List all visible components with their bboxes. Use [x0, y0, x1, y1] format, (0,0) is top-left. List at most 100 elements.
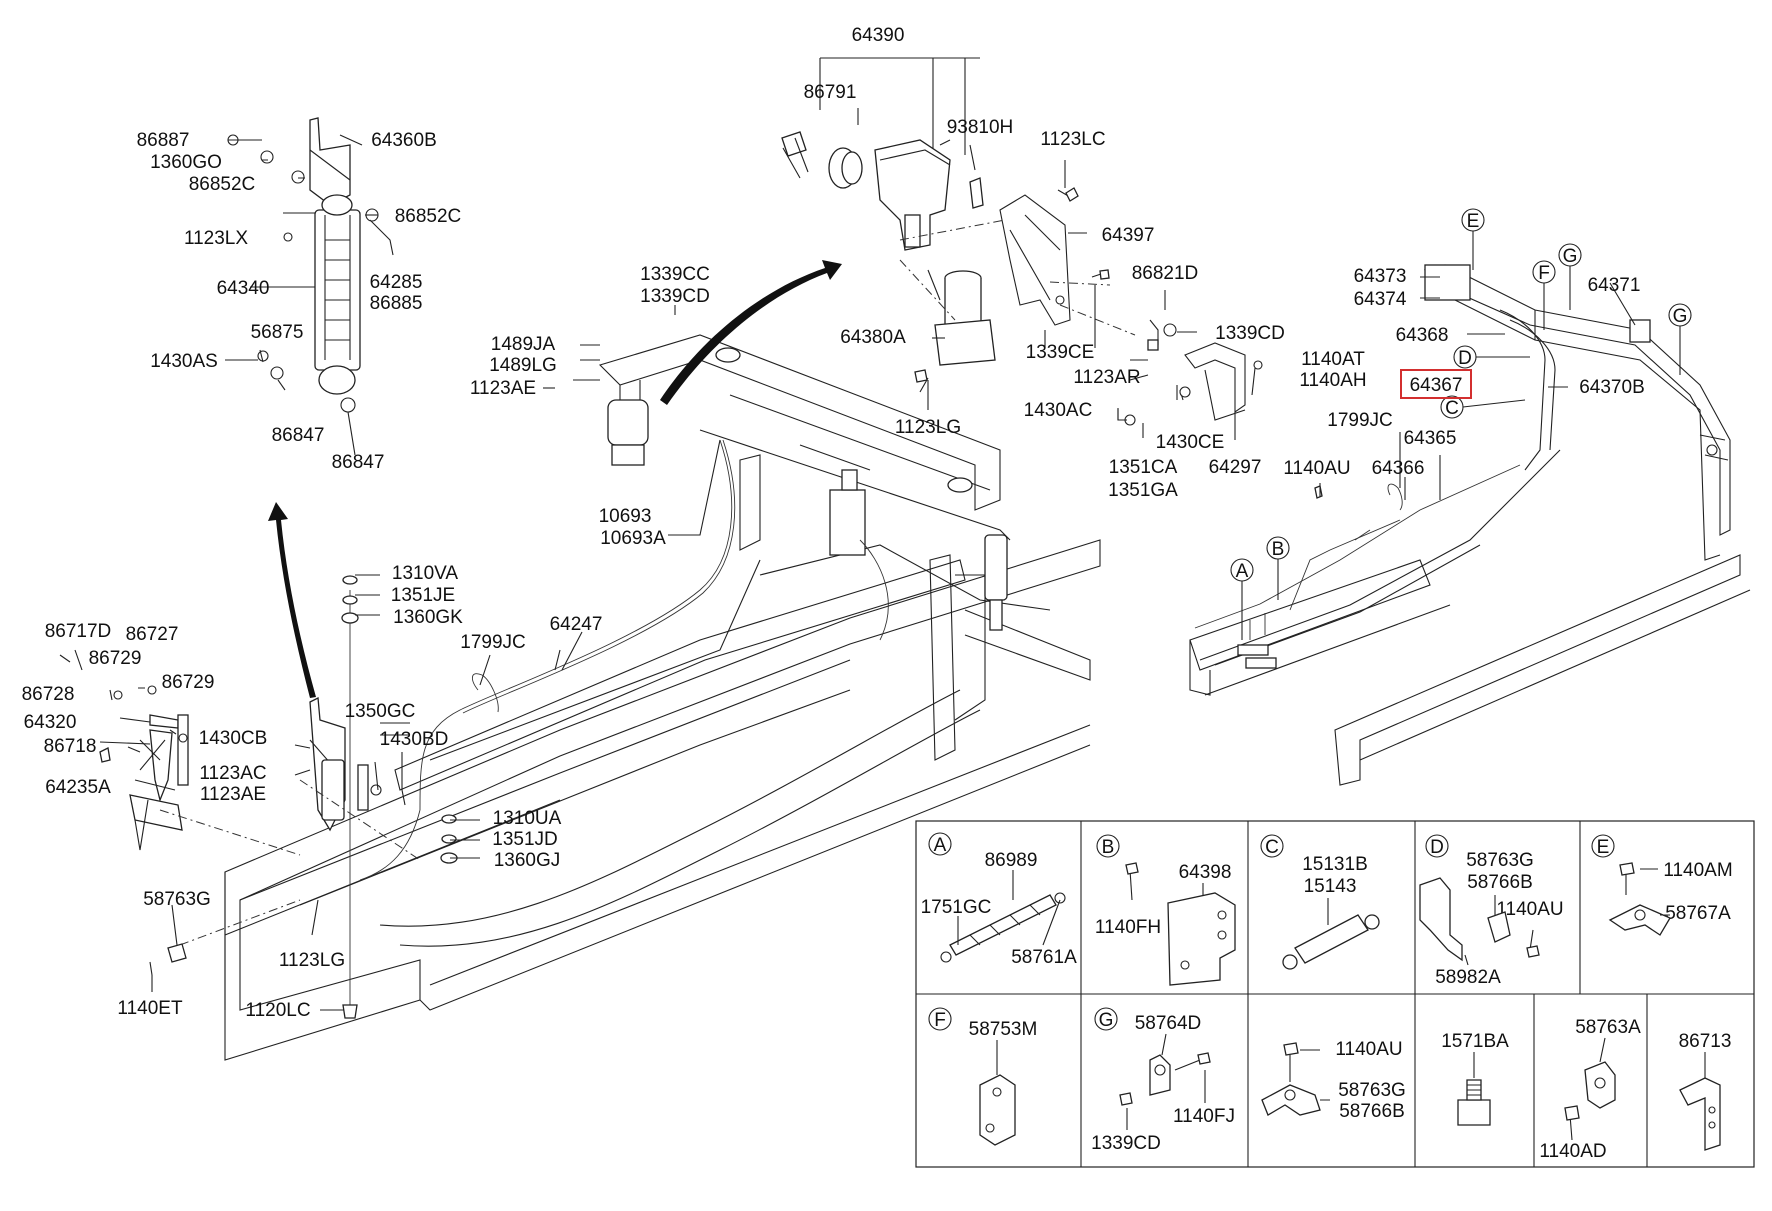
pump-unit-assembly — [781, 57, 1263, 426]
part-label: 86727 — [126, 624, 179, 645]
legend-part-label: 1571BA — [1441, 1031, 1509, 1052]
part-label: 86728 — [22, 684, 75, 705]
part-label: 10693A — [600, 528, 666, 549]
part-label: 1360GK — [393, 607, 463, 628]
legend-part-label: 1751GC — [921, 897, 992, 918]
callout-c4: D — [1458, 348, 1472, 369]
cylinder-64340 — [314, 209, 361, 371]
part-label: 1123AR — [1073, 367, 1140, 388]
part-label: 1310UA — [493, 808, 562, 829]
part-label: 64373 — [1354, 266, 1407, 287]
legend-cell-letter: A — [934, 835, 947, 856]
callout-c1: G — [1563, 246, 1578, 267]
legend-cell-letter: G — [1099, 1010, 1114, 1031]
cylinder-assembly — [227, 117, 394, 413]
leader-lines — [127, 108, 1636, 1011]
highlight-box — [1400, 369, 1472, 399]
part-label: 1351JD — [492, 829, 558, 850]
part-label: 1489LG — [489, 355, 557, 376]
legend-part-label: 1140AU — [1335, 1039, 1402, 1060]
arrow-up-icon — [268, 502, 316, 698]
legend-part-label: 58753M — [969, 1019, 1038, 1040]
part-label: 1123AE — [470, 378, 536, 399]
part-label: 86847 — [332, 452, 385, 473]
part-label: 86729 — [162, 672, 215, 693]
part-label: 64297 — [1209, 457, 1262, 478]
part-label: 64360B — [371, 130, 437, 151]
legend-part-label: 58982A — [1435, 967, 1501, 988]
highlighted-part[interactable]: 64367 — [1400, 369, 1472, 399]
legend-part-label: 58764D — [1135, 1013, 1202, 1034]
part-label: 1339CD — [1215, 323, 1285, 344]
hydraulic-line — [419, 439, 733, 811]
part-label: 86821D — [1132, 263, 1199, 284]
legend-part-label: 86713 — [1679, 1031, 1732, 1052]
part-label: 64365 — [1404, 428, 1457, 449]
part-label: 1120LC — [245, 1000, 310, 1021]
frame-rail-upper — [394, 559, 966, 791]
part-label: 1123LG — [279, 950, 345, 971]
part-label: 86847 — [272, 425, 325, 446]
legend-part-label: 1140AU — [1496, 899, 1563, 920]
part-label: 1140AU — [1283, 458, 1350, 479]
part-label: 86887 — [137, 130, 190, 151]
part-label: 1799JC — [460, 632, 526, 653]
part-label: 86718 — [44, 736, 97, 757]
part-label: 1360GJ — [494, 850, 561, 871]
callout-c7: B — [1272, 539, 1285, 560]
part-label: 64397 — [1102, 225, 1155, 246]
part-label: 1123LG — [895, 417, 961, 438]
callout-letters: E G F G D C A B — [1230, 208, 1692, 640]
legend-part-label: 1140AD — [1539, 1141, 1606, 1162]
pump-front — [607, 399, 649, 446]
legend-part-label: 1140FH — [1095, 917, 1161, 938]
legend-part-label: 86989 — [985, 850, 1038, 871]
hanger-rear — [929, 554, 956, 761]
part-label: 1339CD — [640, 286, 710, 307]
part-label: 10693 — [599, 506, 652, 527]
legend-cell-letter: B — [1102, 837, 1115, 858]
legend-table: A 86989 1751GC 58761A B 64398 1140FH C 1… — [915, 820, 1755, 1168]
lower-linkage — [59, 575, 499, 1019]
legend-part-label: 15143 — [1304, 876, 1357, 897]
right-frame — [1189, 264, 1751, 786]
part-label: 64340 — [217, 278, 270, 299]
legend-part-label: 58763A — [1575, 1017, 1641, 1038]
part-label: 58763G — [143, 889, 211, 910]
part-label: 93810H — [947, 117, 1014, 138]
part-label: 64285 — [370, 272, 423, 293]
legend-part-label: 1140FJ — [1173, 1106, 1235, 1127]
legend-part-label: 58763G — [1466, 850, 1534, 871]
part-label: 64380A — [840, 327, 906, 348]
bracket-64297 — [1184, 342, 1246, 414]
part-label: 1339CC — [640, 264, 710, 285]
bracket-64397 — [999, 194, 1071, 326]
valve-block — [829, 489, 866, 556]
highlighted-part-label[interactable]: 64367 — [1410, 375, 1463, 396]
legend-cell-letter: F — [934, 1010, 946, 1031]
shock-absorber — [984, 534, 1008, 601]
part-label: 1140AH — [1299, 370, 1366, 391]
part-label: 1351JE — [391, 585, 455, 606]
part-label: 1430AC — [1024, 400, 1093, 421]
cross-member-front — [598, 334, 1001, 511]
part-label: 64390 — [852, 25, 905, 46]
part-label: 86717D — [45, 621, 112, 642]
legend-part-label: 58761A — [1011, 947, 1077, 968]
part-label: 86791 — [804, 82, 857, 103]
part-label: 64370B — [1579, 377, 1645, 398]
part-label: 1350GC — [345, 701, 416, 722]
part-label: 64320 — [24, 712, 77, 733]
part-label: 1351CA — [1109, 457, 1178, 478]
part-label: 64371 — [1588, 275, 1641, 296]
part-label: 1799JC — [1327, 410, 1393, 431]
callout-c3: G — [1673, 306, 1688, 327]
main-frame-assembly — [224, 334, 1101, 1061]
part-label: 1123LX — [184, 228, 248, 249]
legend-cell-letter: C — [1265, 837, 1279, 858]
part-label: 1489JA — [491, 334, 556, 355]
part-label: 86852C — [395, 206, 462, 227]
part-label: 86852C — [189, 174, 256, 195]
part-label: 86729 — [89, 648, 142, 669]
